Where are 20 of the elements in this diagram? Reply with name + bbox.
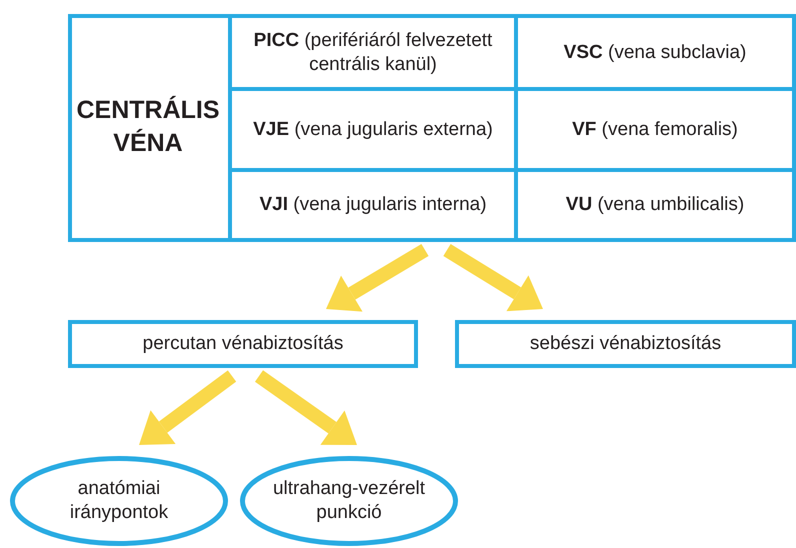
node-label: VU (vena umbilicalis) bbox=[566, 193, 744, 217]
ellipse-node bbox=[240, 456, 458, 546]
node-label: percutan vénabiztosítás bbox=[142, 332, 344, 356]
node-label: anatómiai iránypontok bbox=[68, 477, 170, 525]
arrow bbox=[326, 244, 429, 312]
node-label: VF (vena femoralis) bbox=[572, 118, 738, 142]
table-heading: CENTRÁLIS VÉNA bbox=[75, 94, 221, 158]
arrow bbox=[254, 370, 357, 445]
process-box bbox=[68, 320, 418, 368]
table-frame bbox=[68, 14, 796, 242]
node-label: ultrahang-vezérelt punkció bbox=[272, 477, 426, 525]
arrow bbox=[443, 244, 543, 312]
node-label: sebészi vénabiztosítás bbox=[530, 332, 722, 356]
node-label: VJE (vena jugularis externa) bbox=[253, 118, 493, 142]
ellipse-node bbox=[10, 456, 228, 546]
node-label: PICC (perifériáról felvezetett centrális kanül) bbox=[252, 28, 494, 76]
arrow bbox=[139, 370, 236, 445]
process-box bbox=[455, 320, 796, 368]
node-label: VSC (vena subclavia) bbox=[564, 40, 746, 64]
node-label: VJI (vena jugularis interna) bbox=[259, 193, 487, 217]
